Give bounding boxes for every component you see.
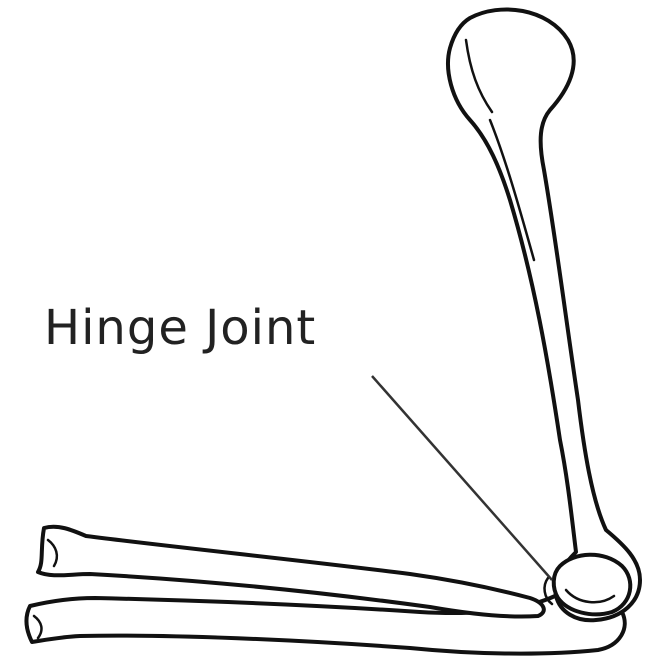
hinge-joint-label: Hinge Joint: [44, 300, 316, 356]
label-leader-line: [372, 376, 552, 580]
humerus-bone: [448, 9, 640, 620]
elbow-condyle: [554, 555, 631, 615]
